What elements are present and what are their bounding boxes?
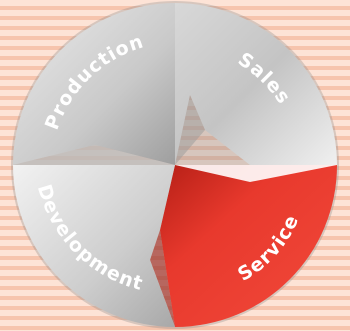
segment-production — [13, 3, 190, 165]
segment-sales — [175, 3, 337, 165]
segment-service — [150, 165, 337, 327]
segment-development — [13, 145, 175, 327]
